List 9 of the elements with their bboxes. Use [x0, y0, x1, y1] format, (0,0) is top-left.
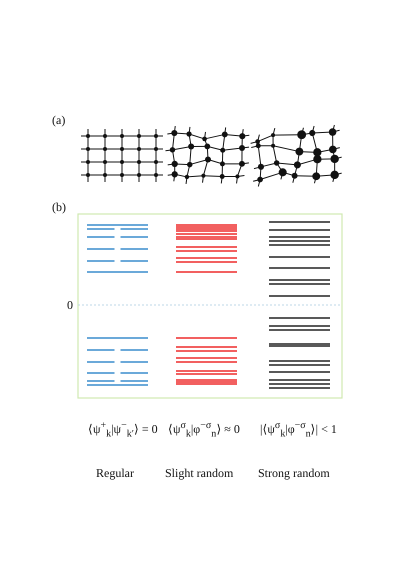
column-label: Strong random	[258, 466, 330, 481]
panel-label: (a)	[52, 113, 66, 128]
formula: ⟨ψ$^{+}$$_{k}$|ψ$^{−}$$_{k′}$⟩ = 0	[88, 420, 158, 440]
column-label: Regular	[96, 466, 134, 481]
axis-label: 0	[67, 298, 73, 313]
column-label: Slight random	[165, 466, 234, 481]
panel-label: (b)	[52, 200, 66, 215]
formula: |⟨ψ$^{σ}$$_{k}$|φ$^{−σ}$$_{n}$⟩| < 1	[260, 420, 337, 440]
formula: ⟨ψ$^{σ}$$_{k}$|φ$^{−σ}$$_{n}$⟩ ≈ 0	[168, 420, 240, 440]
